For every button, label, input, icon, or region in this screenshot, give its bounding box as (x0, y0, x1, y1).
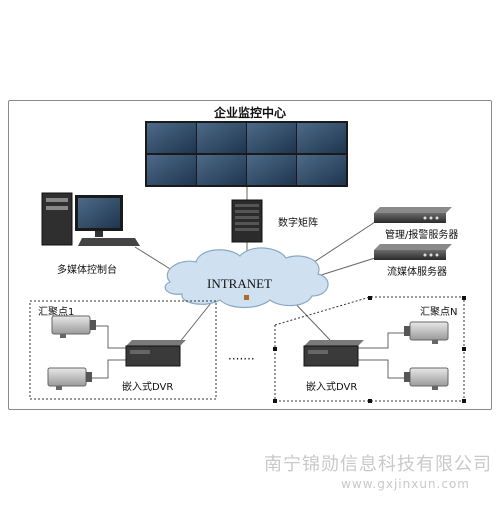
cluster-left-box (29, 300, 217, 400)
selection-handle[interactable] (273, 347, 277, 351)
video-wall-screen (197, 123, 246, 153)
stream-server-label: 流媒体服务器 (387, 267, 447, 278)
cluster-left-title: 汇聚点1 (38, 307, 75, 318)
selection-handle[interactable] (462, 296, 466, 300)
camera-icon (47, 367, 92, 390)
mgmt-server (374, 207, 452, 223)
cluster-right-title: 汇聚点N (420, 307, 458, 318)
cluster-right-dvr-label: 嵌入式DVR (306, 382, 358, 393)
cluster-left-dvr-label: 嵌入式DVR (122, 382, 174, 393)
matrix-device (231, 199, 263, 243)
link-mgmt-network (304, 221, 376, 269)
dvr-device (125, 340, 186, 367)
link-cam2-dvr-right (358, 359, 404, 379)
intranet-cloud (164, 247, 329, 309)
center-title: 企业监控中心 (214, 106, 287, 120)
matrix-label: 数字矩阵 (278, 218, 318, 229)
mgmt-server-label: 管理/报警服务器 (385, 230, 459, 241)
video-wall-screen (297, 155, 346, 185)
link-cam1-dvr-left (92, 325, 126, 349)
stream-server (374, 244, 452, 260)
link-network-dvr-left (174, 297, 216, 349)
network-node (244, 295, 249, 300)
selection-handle[interactable] (368, 399, 372, 403)
network-label: INTRANET (207, 276, 272, 291)
link-console-network (134, 246, 176, 273)
camera-icon (404, 321, 449, 344)
watermark-company: 南宁锦勋信息科技有限公司 (264, 454, 492, 475)
watermark-url: www.gxjinxun.com (341, 477, 470, 491)
selection-handle[interactable] (368, 296, 372, 300)
connection-lines (92, 186, 404, 379)
camera-icon (51, 315, 96, 338)
console-workstation (41, 192, 140, 246)
video-wall-screen (147, 155, 196, 185)
selection-handle[interactable] (462, 399, 466, 403)
link-stream-network (317, 257, 376, 277)
link-cam1-dvr-right (358, 332, 404, 349)
link-cam2-dvr-left (92, 359, 126, 379)
video-wall-screen (247, 155, 296, 185)
selection-handle[interactable] (462, 347, 466, 351)
video-wall-screen (147, 123, 196, 153)
video-wall-screen (247, 123, 296, 153)
camera-icon (404, 367, 449, 390)
ellipsis: ······· (228, 352, 255, 366)
selection-handle[interactable] (273, 399, 277, 403)
dvr-device (303, 340, 364, 367)
video-wall-screen (297, 123, 346, 153)
video-wall-screen (197, 155, 246, 185)
console-label: 多媒体控制台 (57, 265, 117, 276)
video-wall (145, 121, 348, 187)
